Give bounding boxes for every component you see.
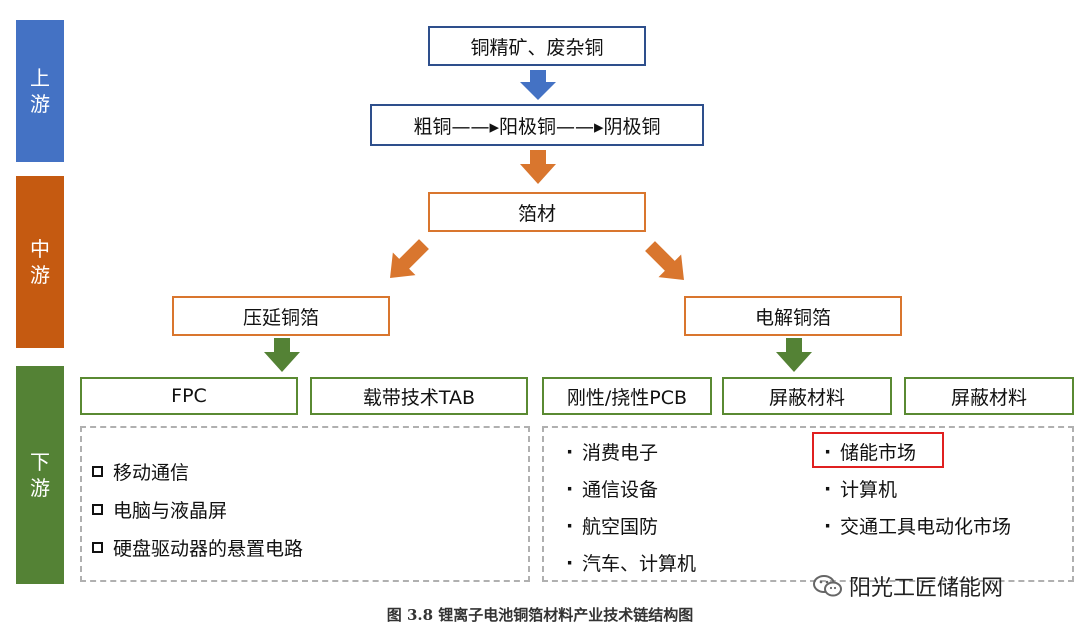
- watermark-text: 阳光工匠储能网: [849, 576, 1004, 601]
- wechat-icon: [813, 575, 842, 597]
- checkbox-square-icon: [92, 466, 103, 477]
- downstream-stage-bar: 下 游: [16, 366, 64, 584]
- foil-node: 箔材: [428, 192, 646, 232]
- refining-node: 粗铜——▸阳极铜——▸阴极铜: [370, 104, 704, 146]
- applications-right-panel: [542, 426, 1074, 582]
- upstream-char-1: 上: [30, 66, 50, 90]
- list-item: 硬盘驱动器的悬置电路: [92, 534, 303, 561]
- list-item: 移动通信: [92, 458, 189, 485]
- watermark: 阳光工匠储能网: [813, 570, 1003, 602]
- checkbox-square-icon: [92, 504, 103, 515]
- rolled-foil-node: 压延铜箔: [172, 296, 390, 336]
- midstream-char-2: 游: [30, 263, 50, 287]
- list-item: 电脑与液晶屏: [92, 496, 227, 523]
- list-item: ·通信设备: [566, 477, 659, 502]
- diagonal-arrow-left-icon: [390, 239, 429, 278]
- list-item: ·航空国防: [566, 514, 659, 539]
- list-item: ·交通工具电动化市场: [824, 514, 1012, 539]
- upstream-char-2: 游: [30, 92, 50, 116]
- tab-node: 载带技术TAB: [310, 377, 528, 415]
- down-arrow-green-left-icon: [264, 338, 300, 372]
- checkbox-square-icon: [92, 542, 103, 553]
- downstream-char-1: 下: [30, 450, 50, 474]
- ore-node: 铜精矿、废杂铜: [428, 26, 646, 66]
- downstream-char-2: 游: [30, 476, 50, 500]
- shield-node-1: 屏蔽材料: [722, 377, 892, 415]
- down-arrow-orange-icon: [520, 150, 556, 184]
- upstream-stage-bar: 上 游: [16, 20, 64, 162]
- list-item: ·计算机: [824, 477, 898, 502]
- highlight-box: [812, 432, 944, 468]
- fpc-node: FPC: [80, 377, 298, 415]
- applications-left-panel: [80, 426, 530, 582]
- midstream-char-1: 中: [30, 237, 50, 261]
- list-item: ·汽车、计算机: [566, 551, 697, 576]
- figure-caption: 图 3.8 锂离子电池铜箔材料产业技术链结构图: [386, 606, 694, 624]
- electrolytic-foil-node: 电解铜箔: [684, 296, 902, 336]
- pcb-node: 刚性/挠性PCB: [542, 377, 712, 415]
- shield-node-2: 屏蔽材料: [904, 377, 1074, 415]
- list-item: ·储能市场: [824, 440, 917, 465]
- down-arrow-blue-icon: [520, 70, 556, 100]
- midstream-stage-bar: 中 游: [16, 176, 64, 348]
- list-item: ·消费电子: [566, 440, 659, 465]
- down-arrow-green-right-icon: [776, 338, 812, 372]
- diagonal-arrow-right-icon: [645, 241, 684, 280]
